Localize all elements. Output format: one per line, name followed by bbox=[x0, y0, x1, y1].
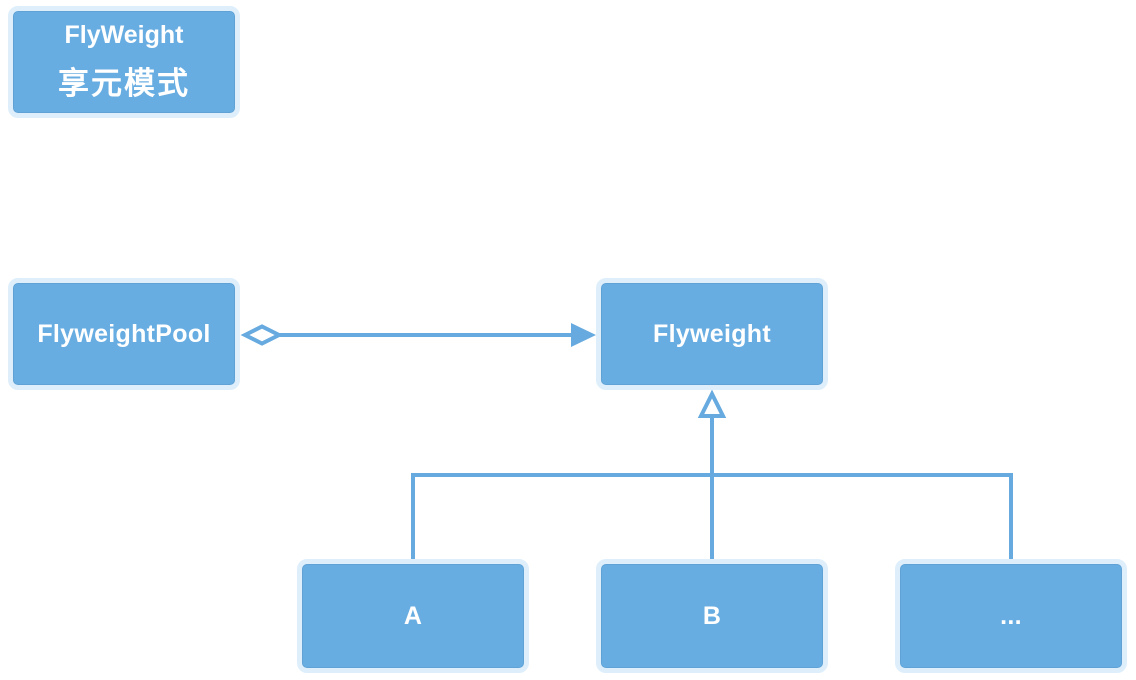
node-child-more-label: ... bbox=[1000, 601, 1022, 630]
node-flyweight: Flyweight bbox=[596, 278, 828, 390]
node-child-more: ... bbox=[895, 559, 1127, 673]
node-child-a: A bbox=[297, 559, 529, 673]
node-flyweight-pool: FlyweightPool bbox=[8, 278, 240, 390]
node-child-b: B bbox=[596, 559, 828, 673]
node-child-b-label: B bbox=[702, 601, 722, 630]
aggregation-arrowhead-icon bbox=[571, 323, 596, 347]
title-line-chinese: 享元模式 bbox=[58, 66, 190, 101]
title-card: FlyWeight 享元模式 bbox=[8, 6, 240, 118]
title-line-english: FlyWeight bbox=[64, 21, 184, 49]
node-child-a-label: A bbox=[403, 601, 423, 630]
aggregation-diamond-icon bbox=[240, 324, 284, 346]
node-flyweight-label: Flyweight bbox=[653, 319, 771, 348]
inheritance-triangle-icon bbox=[697, 389, 727, 418]
node-flyweight-pool-label: FlyweightPool bbox=[37, 319, 211, 348]
